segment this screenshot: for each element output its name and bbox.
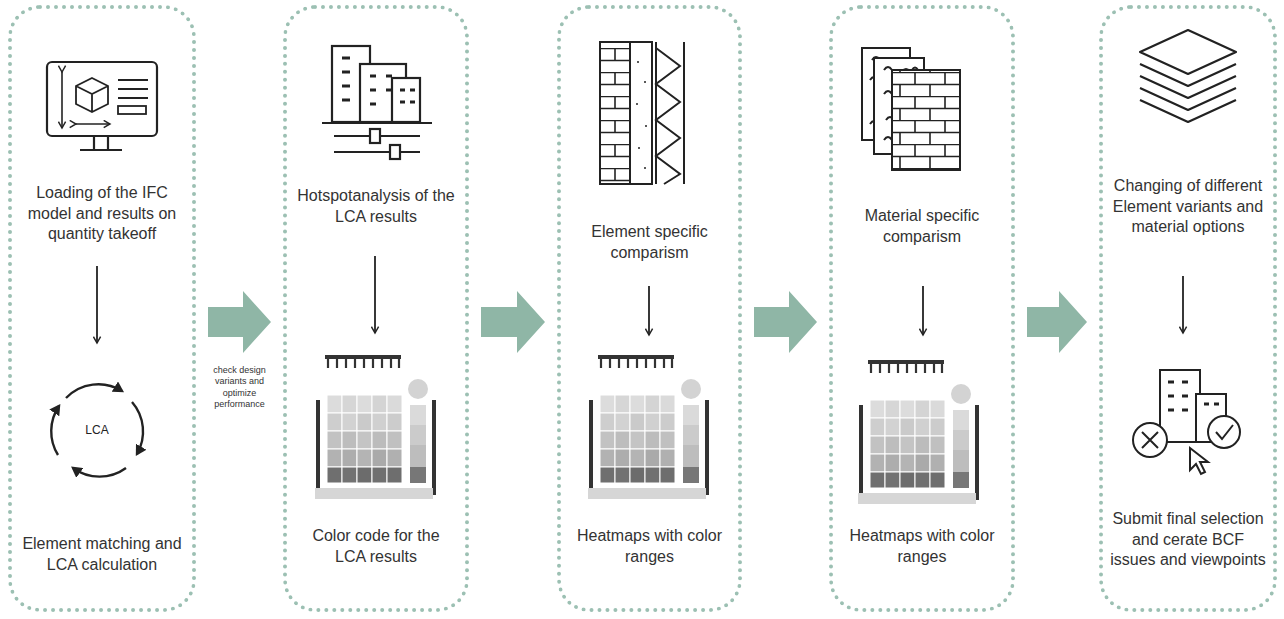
wall-section-icon-part <box>636 61 647 169</box>
decision-buildings-icon <box>1133 370 1240 474</box>
decision-buildings-icon-part <box>1216 425 1233 439</box>
decision-buildings-icon-part <box>1190 448 1208 474</box>
wall-section-icon-part-part <box>644 81 646 83</box>
step-title: Loading of the IFC model and results on … <box>21 183 183 245</box>
wall-section-icon-part-part <box>638 147 640 149</box>
wall-section-icon-part-part <box>636 103 638 105</box>
flow-arrow <box>922 286 924 335</box>
block-arrow <box>481 291 545 353</box>
flow-arrow <box>648 286 650 335</box>
decision-buildings-icon-part <box>1133 423 1167 457</box>
flow-arrow <box>1182 276 1184 333</box>
wall-section-icon-part <box>656 42 680 184</box>
block-arrow <box>1027 291 1087 353</box>
heatmap-icon <box>588 355 709 499</box>
step-result: Element matching and LCA calculation <box>21 534 183 576</box>
block-arrow <box>208 291 271 353</box>
wall-section-icon-part-part <box>637 61 639 63</box>
building-icon-part <box>390 145 400 159</box>
cycle-icon <box>51 384 143 476</box>
monitor-icon <box>47 62 157 150</box>
heatmap-icon <box>858 360 979 504</box>
process-panel: Hotspotanalysis of the LCA resultsColor … <box>283 5 469 612</box>
building-icon-part <box>392 78 420 122</box>
building-icon-part <box>322 122 432 124</box>
heatmap-icon <box>315 355 436 499</box>
step-title: Material specific comparism <box>841 206 1003 248</box>
decision-buildings-icon-part <box>1142 432 1158 448</box>
decision-buildings-icon-part <box>1168 382 1219 410</box>
step-result: Heatmaps with color ranges <box>569 526 731 568</box>
block-arrow <box>754 291 817 353</box>
monitor-icon-part <box>61 72 63 128</box>
step-title: Hotspotanalysis of the LCA results <box>295 186 457 228</box>
building-icon <box>322 46 432 159</box>
layers-icon-part <box>1140 100 1236 122</box>
process-panel: Material specific comparismHeatmaps with… <box>829 5 1015 612</box>
wall-section-icon-part <box>683 42 685 184</box>
process-panel: Element specific comparismHeatmaps with … <box>557 5 742 612</box>
monitor-icon-part <box>80 136 122 150</box>
wall-section-icon-part <box>630 42 652 184</box>
layers-icon <box>1140 30 1236 122</box>
cycle-icon-part <box>132 402 143 454</box>
step-result: Heatmaps with color ranges <box>841 526 1003 568</box>
decision-buildings-icon-part <box>1160 370 1200 442</box>
material-icon-part <box>892 70 960 170</box>
wall-section-icon-part <box>600 42 630 184</box>
process-panel: Loading of the IFC model and results on … <box>8 5 196 612</box>
monitor-icon-part <box>47 62 157 136</box>
building-icon-part <box>400 90 415 102</box>
monitor-icon-part <box>118 80 148 98</box>
building-icon-part <box>370 76 392 104</box>
icon-label: LCA <box>77 423 117 437</box>
arrow-label: check design variants and optimize perfo… <box>202 365 278 410</box>
step-result: Submit final selection and cerate BCF is… <box>1108 509 1268 571</box>
wall-section-icon-part-part <box>644 167 646 169</box>
flow-arrow <box>374 256 376 333</box>
building-icon-part <box>342 58 350 100</box>
material-icon <box>862 48 960 170</box>
step-title: Changing of different Element variants a… <box>1108 176 1268 238</box>
flow-arrow <box>96 266 98 343</box>
monitor-icon-part <box>76 123 110 125</box>
monitor-icon-part <box>76 78 108 112</box>
layers-icon-part <box>1140 30 1236 74</box>
step-result: Color code for the LCA results <box>295 526 457 568</box>
wall-section-icon <box>600 42 684 184</box>
wall-section-icon-part-part <box>645 125 647 127</box>
process-panel: Changing of different Element variants a… <box>1099 5 1277 612</box>
cycle-icon-part <box>66 384 122 398</box>
step-title: Element specific comparism <box>569 222 731 264</box>
building-icon-part <box>370 129 380 143</box>
cycle-icon-part <box>73 468 126 477</box>
monitor-icon-part <box>118 106 146 114</box>
decision-buildings-icon-part <box>1208 416 1240 448</box>
cycle-icon-part <box>51 406 59 455</box>
